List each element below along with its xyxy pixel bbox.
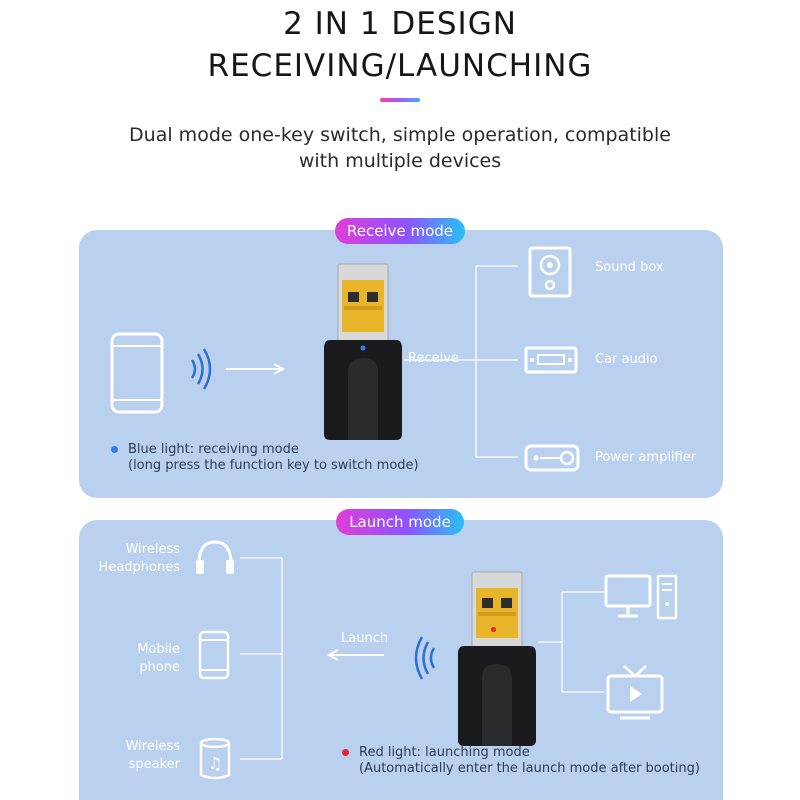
receive-mode-badge: Receive mode bbox=[335, 218, 465, 244]
car-audio-icon bbox=[524, 346, 578, 374]
signal-waves-icon bbox=[190, 348, 212, 390]
launch-flow-label: Launch bbox=[341, 631, 389, 646]
device-label-speaker-1: Wireless bbox=[125, 739, 180, 754]
usb-adapter-receive bbox=[324, 263, 402, 440]
title-line-1: 2 IN 1 DESIGN bbox=[283, 6, 517, 42]
signal-waves-launch-icon bbox=[414, 636, 436, 680]
receive-note-line-1: Blue light: receiving mode bbox=[128, 442, 299, 457]
sound-box-icon bbox=[528, 246, 572, 298]
tv-icon bbox=[606, 665, 664, 720]
arrow-right-icon bbox=[226, 363, 286, 375]
title-line-2: RECEIVING/LAUNCHING bbox=[207, 48, 593, 84]
device-label-power-amplifier: Power amplifier bbox=[595, 450, 697, 465]
red-light-dot bbox=[342, 749, 349, 756]
usb-adapter-launch bbox=[458, 571, 536, 746]
title-accent-bar bbox=[380, 98, 420, 102]
device-label-sound-box: Sound box bbox=[595, 260, 664, 275]
headphones-icon bbox=[196, 540, 234, 574]
device-label-car-audio: Car audio bbox=[595, 352, 658, 367]
device-label-phone-2: phone bbox=[139, 660, 180, 675]
device-label-speaker-2: speaker bbox=[128, 757, 180, 772]
blue-light-dot bbox=[111, 446, 118, 453]
subtitle-line-2: with multiple devices bbox=[298, 150, 502, 172]
device-label-headphones-1: Wireless bbox=[125, 542, 180, 557]
launch-note-line-2: (Automatically enter the launch mode aft… bbox=[359, 761, 700, 776]
wireless-speaker-icon: ♫ bbox=[199, 737, 231, 780]
svg-text:♫: ♫ bbox=[208, 754, 222, 773]
phone-icon bbox=[110, 332, 164, 414]
receive-connector-lines bbox=[404, 265, 518, 458]
device-label-phone-1: Mobile bbox=[137, 642, 180, 657]
device-label-headphones-2: Headphones bbox=[98, 560, 180, 575]
mobile-phone-icon bbox=[198, 630, 230, 680]
launch-mode-badge: Launch mode bbox=[336, 509, 464, 535]
computer-icon bbox=[604, 574, 678, 620]
receive-flow-label: Receive bbox=[408, 351, 459, 366]
launch-mode-panel bbox=[79, 520, 723, 800]
launch-output-lines bbox=[538, 591, 604, 693]
power-amplifier-icon bbox=[524, 444, 580, 472]
red-indicator-light bbox=[491, 627, 496, 632]
launch-note-line-1: Red light: launching mode bbox=[359, 745, 530, 760]
receive-note-line-2: (long press the function key to switch m… bbox=[128, 458, 419, 473]
arrow-left-icon bbox=[326, 649, 384, 661]
subtitle-line-1: Dual mode one-key switch, simple operati… bbox=[129, 124, 671, 146]
launch-connector-lines bbox=[240, 557, 283, 760]
blue-indicator-light bbox=[360, 345, 366, 351]
